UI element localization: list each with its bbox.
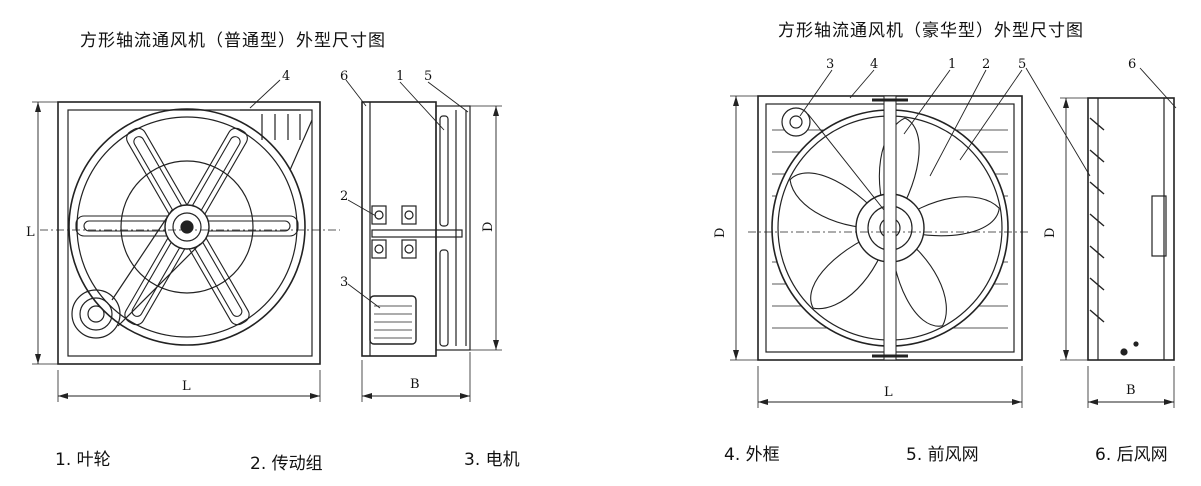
callout-5-left: 5 xyxy=(424,69,432,84)
bearing-2 xyxy=(371,239,387,259)
louver-block xyxy=(240,109,313,171)
legend-motor: 3. 电机 xyxy=(464,450,520,470)
legend-rear-guard: 6. 后风网 xyxy=(1095,445,1168,465)
belt-lower xyxy=(117,243,201,327)
callout-3-left: 3 xyxy=(340,275,348,290)
legend-transmission: 2. 传动组 xyxy=(250,454,323,474)
legend-impeller: 1. 叶轮 xyxy=(55,450,111,470)
legend-frame: 4. 外框 xyxy=(724,445,780,465)
standard-hub-mid xyxy=(172,212,202,242)
dim-B-deluxe-label: B xyxy=(1126,383,1136,398)
dim-D-deluxe-side-label: D xyxy=(1043,228,1058,238)
side-blade-bottom xyxy=(439,249,449,347)
callout-1-right: 1 xyxy=(948,57,956,72)
standard-front-view xyxy=(32,79,340,402)
dim-L-bottom: L xyxy=(182,379,191,394)
deluxe-side-louvers xyxy=(1089,117,1105,323)
standard-side-view xyxy=(345,79,502,402)
standard-ring-outer xyxy=(68,108,306,346)
standard-hub-center xyxy=(180,220,194,234)
standard-outer-frame xyxy=(57,101,321,365)
callout-2-right: 2 xyxy=(982,57,990,72)
deluxe-pulley xyxy=(781,107,811,137)
pulley-inner xyxy=(87,305,105,323)
callout-4: 4 xyxy=(282,69,290,84)
callout-3-right: 3 xyxy=(826,57,834,72)
deluxe-side-frame xyxy=(1087,97,1175,361)
callout-2-left: 2 xyxy=(340,189,348,204)
dim-L-left: L xyxy=(26,225,35,240)
deluxe-vertical-bar xyxy=(883,95,897,361)
callout-1-left: 1 xyxy=(396,69,404,84)
title-standard-model: 方形轴流通风机（普通型）外型尺寸图 xyxy=(80,31,386,51)
belt-upper xyxy=(111,209,173,301)
deluxe-side-motor xyxy=(1151,195,1167,257)
pulley-outer xyxy=(71,289,121,339)
bearing-3 xyxy=(401,205,417,225)
dim-L-deluxe-label: L xyxy=(884,385,893,400)
dim-D-deluxe-front-label: D xyxy=(713,228,728,238)
dim-B-standard-label: B xyxy=(410,377,420,392)
standard-ring-inner xyxy=(76,116,298,338)
callout-5-right: 5 xyxy=(1018,57,1026,72)
callout-6-left: 6 xyxy=(340,69,348,84)
bearing-4 xyxy=(401,239,417,259)
standard-hub-ring xyxy=(120,160,254,294)
side-shaft xyxy=(371,229,463,238)
pulley-mid xyxy=(79,297,113,331)
callout-4-leader xyxy=(249,79,281,109)
side-frame xyxy=(361,101,437,357)
callout-4-right: 4 xyxy=(870,57,878,72)
standard-inner-frame xyxy=(67,109,313,357)
legend-front-guard: 5. 前风网 xyxy=(906,445,979,465)
deluxe-side-view xyxy=(1060,67,1177,408)
deluxe-front-view xyxy=(730,67,1091,408)
bearing-1 xyxy=(371,205,387,225)
callout-6-right: 6 xyxy=(1128,57,1136,72)
side-motor xyxy=(369,295,417,345)
side-guard xyxy=(435,105,471,351)
dim-D-standard-label: D xyxy=(481,222,496,232)
title-deluxe-model: 方形轴流通风机（豪华型）外型尺寸图 xyxy=(778,21,1084,41)
side-blade-top xyxy=(439,115,449,227)
